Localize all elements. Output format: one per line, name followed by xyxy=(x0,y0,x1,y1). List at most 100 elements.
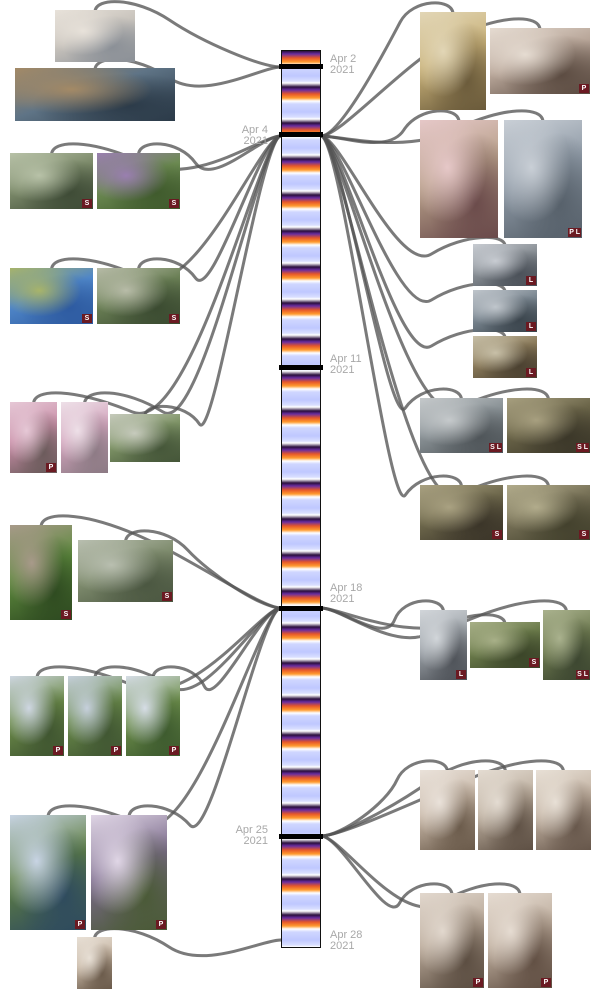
date-year: 2021 xyxy=(330,64,355,76)
photo-city-skyline-waterfront[interactable] xyxy=(15,68,175,121)
photo-girl-kitchen-2[interactable] xyxy=(478,770,533,850)
photo-cherry-blossom-skyline[interactable] xyxy=(55,10,135,62)
photo-girls-boardwalk[interactable]: L xyxy=(420,610,467,680)
photo-game-board-marbles[interactable] xyxy=(420,120,498,238)
photo-badge: S xyxy=(169,199,179,208)
date-month-day: Apr 18 xyxy=(330,582,363,594)
photo-hummingbird-nest[interactable]: S xyxy=(78,540,173,602)
timeline-strip[interactable] xyxy=(281,50,321,948)
connection-line-girl-bubbles-park-2 xyxy=(93,606,283,691)
photo-otter-1[interactable]: S L xyxy=(507,398,590,453)
photo-cupcakes-plate[interactable] xyxy=(420,12,486,110)
photo-people-in-garden[interactable]: S xyxy=(97,268,180,324)
photo-badge: S xyxy=(162,592,172,601)
photo-girl-kitchen-1[interactable] xyxy=(420,770,475,850)
photo-badge: S xyxy=(82,199,92,208)
connection-line-purple-flowers xyxy=(137,134,283,171)
photo-birthday-cake[interactable] xyxy=(77,937,112,989)
photo-badge: L xyxy=(456,670,466,679)
photo-badge: L xyxy=(526,276,536,285)
connection-line-girls-baking-1 xyxy=(319,834,454,909)
photo-green-leaves-flower[interactable]: S xyxy=(10,525,72,620)
photo-cherry-tree-picnic[interactable]: P xyxy=(10,402,57,473)
photo-purple-flowers[interactable]: S xyxy=(97,153,180,209)
photo-girls-baking-2[interactable]: P xyxy=(488,893,552,988)
connection-line-people-in-garden xyxy=(137,134,283,282)
connection-line-girls-bubbles-evening-1 xyxy=(46,606,283,829)
connection-line-cherry-blossom-skyline xyxy=(93,0,283,69)
date-label-apr2: Apr 2 2021 xyxy=(330,54,356,76)
photo-badge: P xyxy=(75,920,85,929)
photo-badge: S L xyxy=(576,670,589,679)
photo-bittern-1[interactable]: S xyxy=(470,622,540,668)
date-year: 2021 xyxy=(330,364,355,376)
photo-bittern-2[interactable]: S L xyxy=(543,610,590,680)
photo-girls-bubbles-evening-2[interactable]: P xyxy=(91,815,167,930)
connection-line-birthday-cake xyxy=(93,927,283,958)
tick-apr18 xyxy=(279,606,323,611)
date-month-day: Apr 2 xyxy=(330,53,357,65)
photo-badge: P xyxy=(156,920,166,929)
photo-badge: S xyxy=(579,530,589,539)
date-label-apr18: Apr 18 2021 xyxy=(330,583,362,605)
photo-badge: S xyxy=(529,658,539,667)
photo-heron[interactable]: S L xyxy=(420,398,503,453)
photo-badge: L xyxy=(526,368,536,377)
connection-line-cherry-tree-picnic xyxy=(32,134,283,415)
connection-line-girls-bubbles-evening-2 xyxy=(127,606,283,829)
photo-badge: S xyxy=(82,314,92,323)
photo-path-in-park[interactable] xyxy=(110,414,180,462)
photo-badge: S xyxy=(492,530,502,539)
connection-line-pink-cherry-tree xyxy=(83,134,283,415)
photo-badge: P xyxy=(541,978,551,987)
photo-girl-bubbles-park-3[interactable]: P xyxy=(126,676,180,756)
connection-line-otter-3 xyxy=(319,134,550,498)
tick-apr11 xyxy=(279,365,323,370)
date-year: 2021 xyxy=(243,835,268,847)
connection-line-girl-bubbles-park-3 xyxy=(151,606,283,691)
photo-badge: P xyxy=(53,746,63,755)
date-year: 2021 xyxy=(243,135,268,147)
photo-girls-baking-1[interactable]: P xyxy=(420,893,484,988)
photo-badge: P xyxy=(46,463,56,472)
connection-line-bittern-2 xyxy=(319,599,568,630)
photo-girls-crafting[interactable]: P xyxy=(490,28,590,94)
photo-otter-3[interactable]: S xyxy=(507,485,590,540)
photo-marsh-grass[interactable]: L xyxy=(473,336,537,378)
photo-badge: P xyxy=(579,84,589,93)
photo-bird-blue-sky[interactable]: S xyxy=(10,268,93,324)
date-year: 2021 xyxy=(330,593,355,605)
photo-badge: P L xyxy=(568,228,581,237)
photo-otter-2[interactable]: S xyxy=(420,485,503,540)
photo-badge: P xyxy=(111,746,121,755)
photo-girl-kitchen-3[interactable] xyxy=(536,770,591,850)
tick-apr4 xyxy=(279,132,323,137)
tick-apr2 xyxy=(279,64,323,69)
photo-badge: S xyxy=(169,314,179,323)
photo-boardwalk[interactable]: L xyxy=(473,244,537,286)
connection-line-hummingbird-nest xyxy=(124,529,283,610)
date-month-day: Apr 4 xyxy=(241,124,268,136)
photo-badge: S L xyxy=(489,443,502,452)
photo-girl-bubbles-park-1[interactable]: P xyxy=(10,676,64,756)
photo-duck-on-water[interactable]: L xyxy=(473,290,537,332)
date-year: 2021 xyxy=(330,940,355,952)
photo-girls-on-field[interactable]: P L xyxy=(504,120,582,238)
connection-line-otter-1 xyxy=(319,134,550,411)
connection-line-path-in-park xyxy=(143,134,283,427)
date-label-apr11: Apr 11 2021 xyxy=(330,354,362,376)
date-label-apr28: Apr 28 2021 xyxy=(330,930,362,952)
photo-girls-bubbles-evening-1[interactable]: P xyxy=(10,815,86,930)
date-month-day: Apr 11 xyxy=(330,353,362,365)
photo-girl-bubbles-park-2[interactable]: P xyxy=(68,676,122,756)
connection-line-cupcakes-plate xyxy=(319,1,455,138)
photo-bird-on-branch[interactable]: S xyxy=(10,153,93,209)
connection-line-otter-2 xyxy=(319,134,463,498)
photo-badge: S xyxy=(61,610,71,619)
date-month-day: Apr 28 xyxy=(330,929,363,941)
tick-apr25 xyxy=(279,834,323,839)
photo-badge: P xyxy=(169,746,179,755)
photo-pink-cherry-tree[interactable] xyxy=(61,402,108,473)
date-label-apr4: Apr 4 2021 xyxy=(228,125,268,147)
